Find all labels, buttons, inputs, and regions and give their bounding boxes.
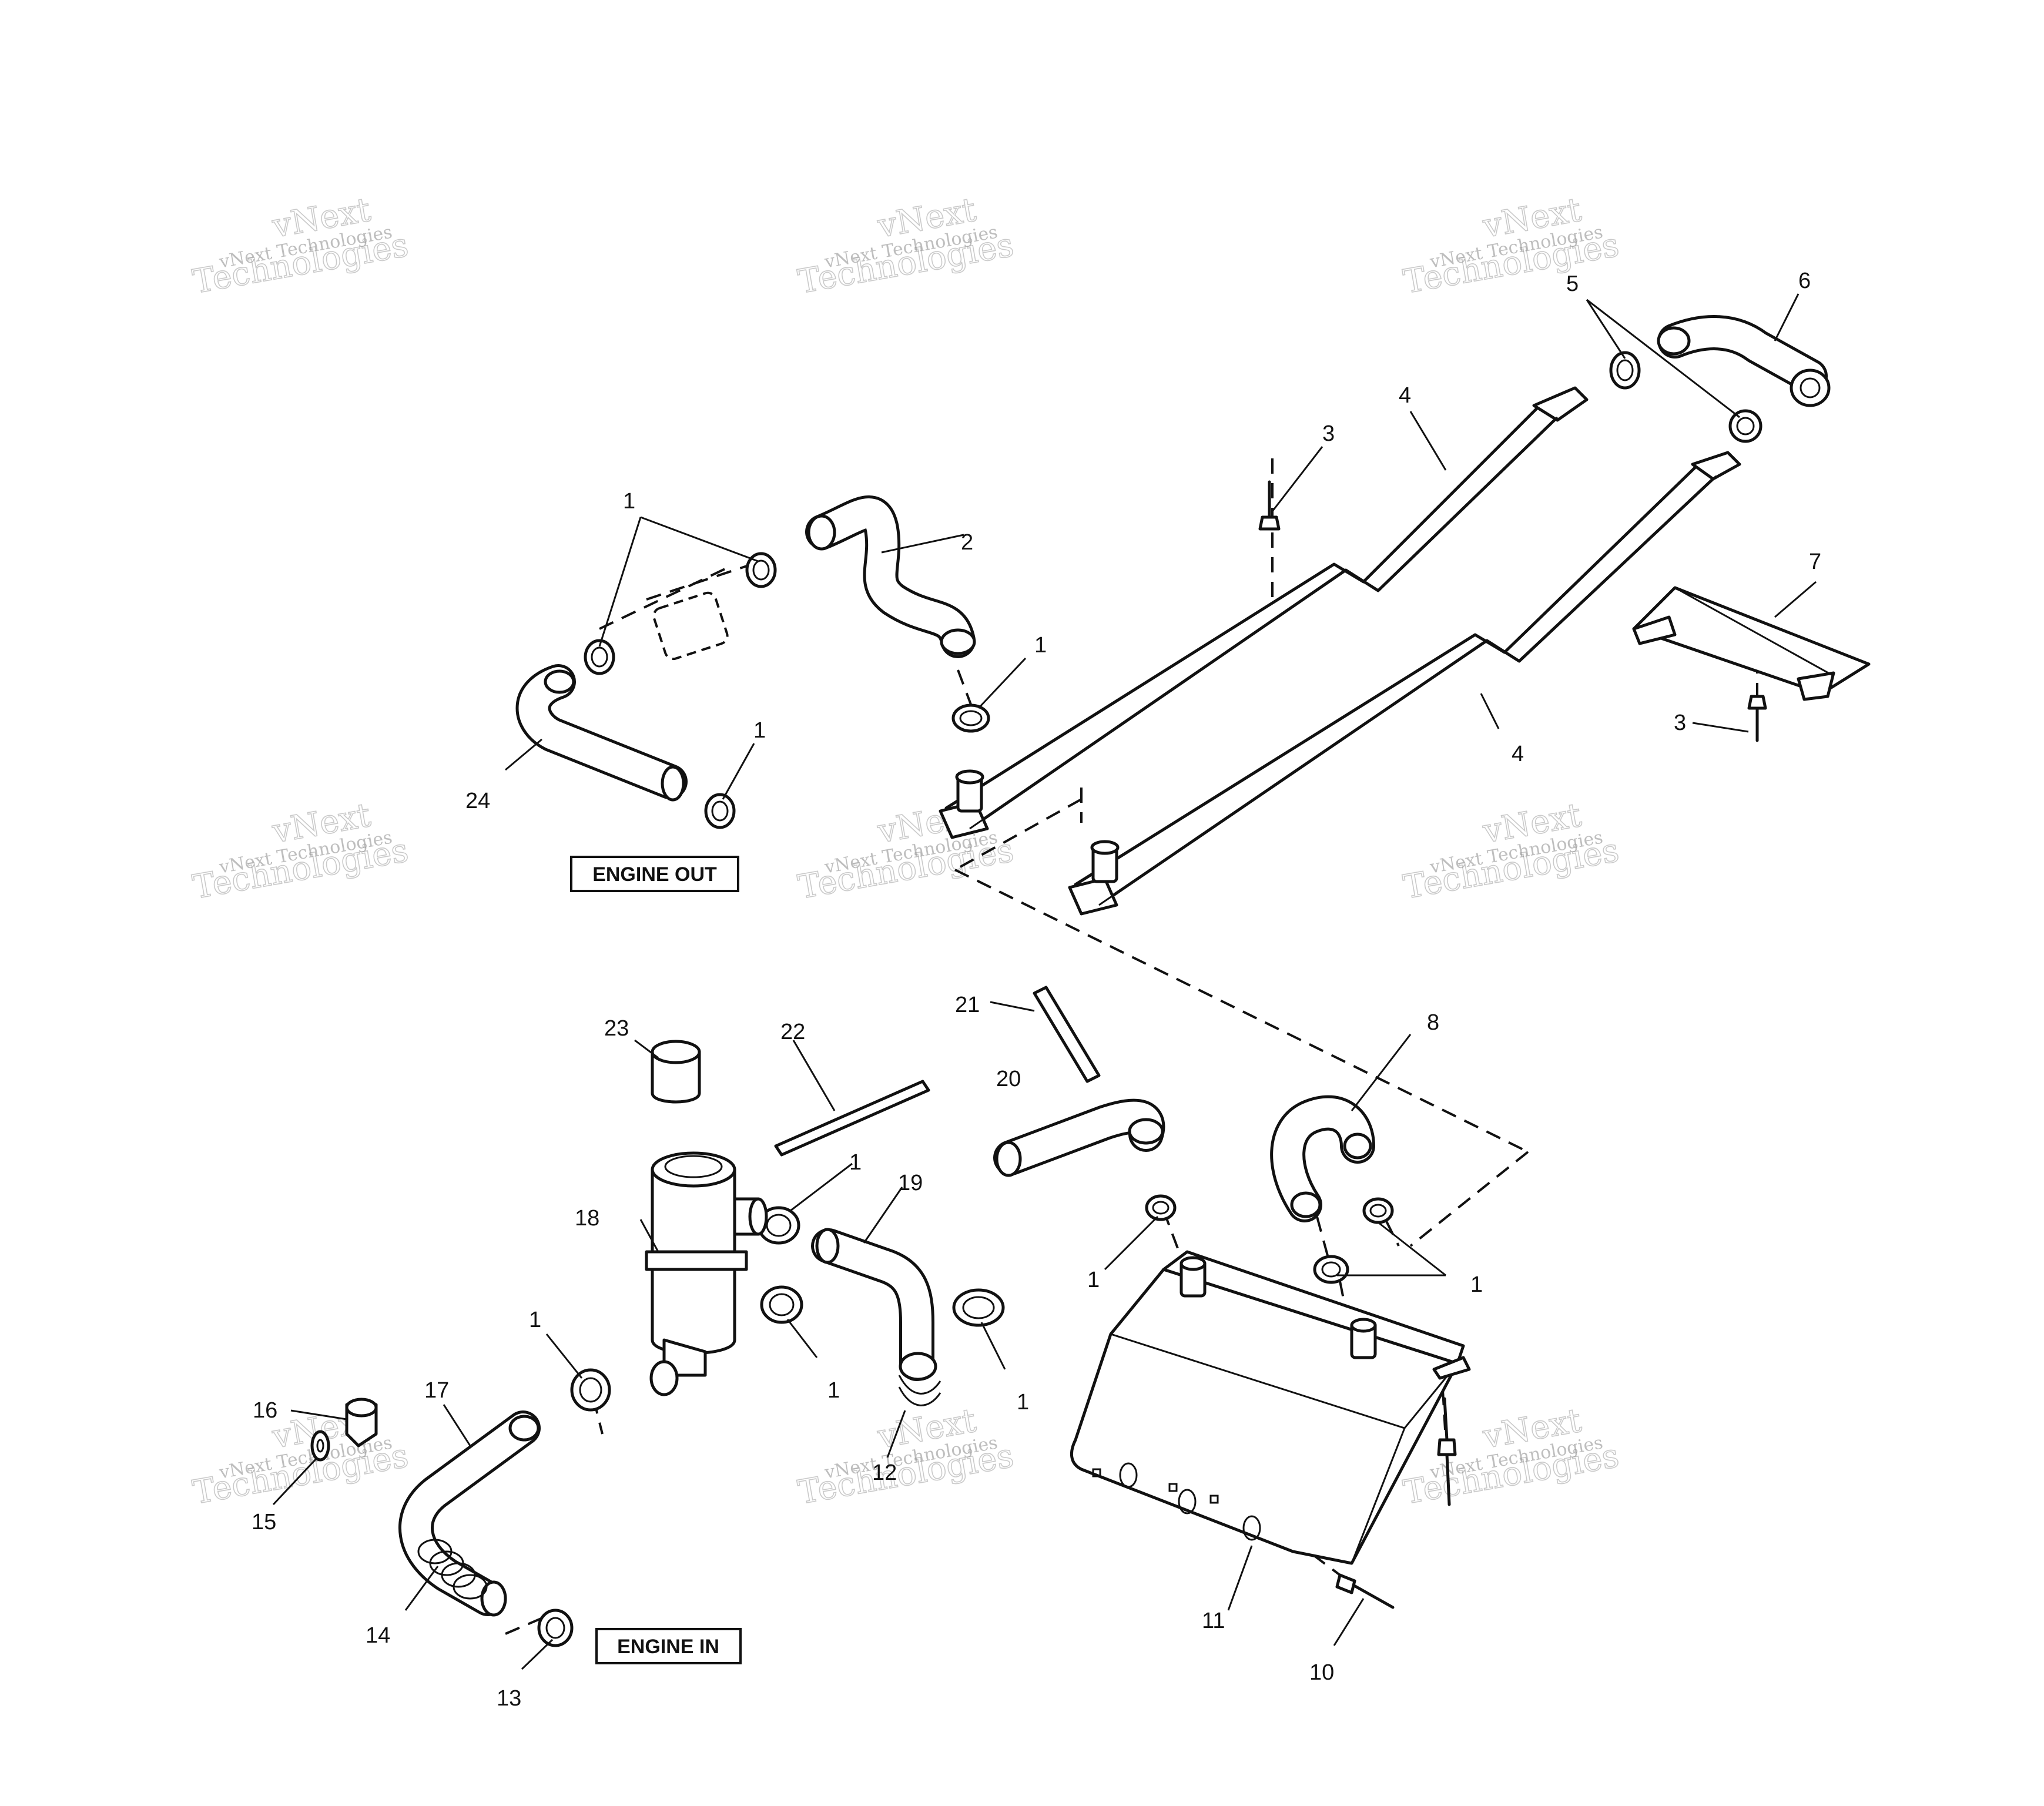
- washer-item-15[interactable]: [310, 1430, 330, 1462]
- hose-item-19[interactable]: [811, 1228, 941, 1406]
- callout-4: 4: [1512, 742, 1524, 766]
- callout-1: 1: [849, 1150, 862, 1175]
- hose-clamp[interactable]: [951, 703, 990, 733]
- callout-3: 3: [1674, 711, 1686, 735]
- callout-1: 1: [1087, 1268, 1100, 1292]
- heat-exchanger-lower[interactable]: [1068, 451, 1741, 916]
- hose-item-2[interactable]: [805, 495, 976, 658]
- callout-4: 4: [1399, 383, 1411, 408]
- engine-in-label: ENGINE IN: [595, 1628, 742, 1664]
- bolt-item-3-lower[interactable]: [1747, 695, 1767, 742]
- hose-clamp[interactable]: [745, 552, 777, 588]
- callout-11: 11: [1202, 1609, 1225, 1633]
- callout-20: 20: [996, 1067, 1021, 1091]
- callout-16: 16: [253, 1398, 277, 1423]
- callout-1: 1: [623, 489, 635, 514]
- hose-item-24[interactable]: [515, 664, 688, 802]
- callout-10: 10: [1309, 1660, 1334, 1685]
- svg-text:ENGINE OUT: ENGINE OUT: [592, 863, 717, 886]
- hose-clamp[interactable]: [1362, 1197, 1394, 1224]
- callout-13: 13: [497, 1686, 521, 1711]
- heat-shield-item-11[interactable]: [1070, 1250, 1471, 1565]
- watermark-tile: vNext Technologies vNext Technologies: [1400, 190, 1622, 302]
- callout-6: 6: [1798, 269, 1811, 293]
- callout-1: 1: [1470, 1272, 1483, 1297]
- callout-1: 1: [827, 1378, 840, 1403]
- hose-item-8[interactable]: [1270, 1095, 1375, 1222]
- callout-1: 1: [529, 1308, 541, 1332]
- callout-17: 17: [424, 1378, 449, 1403]
- callout-1: 1: [1017, 1390, 1029, 1415]
- tie-strap-item-21[interactable]: [1033, 986, 1101, 1083]
- coolant-reservoir-item-18[interactable]: [645, 1151, 768, 1396]
- callout-21: 21: [955, 993, 980, 1017]
- clip-item-16[interactable]: [345, 1398, 378, 1448]
- hose-clamp[interactable]: [704, 793, 736, 829]
- bolt-item-3-upper[interactable]: [1258, 480, 1281, 531]
- hose-clamp[interactable]: [1728, 409, 1762, 443]
- hose-connector-fitting: [652, 591, 729, 661]
- callout-23: 23: [604, 1016, 629, 1041]
- bracket-item-7[interactable]: [1632, 586, 1871, 701]
- callout-15: 15: [252, 1510, 276, 1534]
- heat-exchanger-upper[interactable]: [939, 386, 1589, 839]
- callout-1: 1: [753, 718, 766, 743]
- hose-clamp[interactable]: [1609, 351, 1641, 390]
- hose-item-17[interactable]: [398, 1410, 541, 1617]
- callout-3: 3: [1322, 421, 1335, 446]
- bolt-item-10[interactable]: [1335, 1573, 1395, 1609]
- callout-24: 24: [465, 789, 490, 813]
- callout-8: 8: [1427, 1010, 1439, 1035]
- watermark-tile: vNext Technologies vNext Technologies: [1400, 796, 1622, 907]
- hose-item-6[interactable]: [1657, 315, 1831, 407]
- svg-text:ENGINE IN: ENGINE IN: [617, 1636, 719, 1658]
- leader-lines: [272, 293, 1817, 1670]
- rod-item-22[interactable]: [774, 1080, 930, 1157]
- hose-clamp[interactable]: [570, 1368, 611, 1412]
- hose-item-20[interactable]: [993, 1098, 1165, 1177]
- hose-clamp[interactable]: [537, 1609, 574, 1647]
- watermark-tile: vNext Technologies vNext Technologies: [795, 190, 1017, 302]
- watermark-tile: vNext Technologies vNext Technologies: [189, 796, 411, 907]
- callout-1: 1: [1034, 633, 1047, 658]
- callout-14: 14: [366, 1623, 390, 1648]
- callout-12: 12: [872, 1460, 897, 1485]
- corrugated-section-item-14: [417, 1539, 488, 1600]
- callouts: 1 1 1 1 1 1 1 1 1 2 3 3 4 4 5 6 7 8 10 1…: [252, 269, 1821, 1711]
- cap-item-23[interactable]: [651, 1040, 701, 1104]
- watermark-tile: vNext Technologies vNext Technologies: [795, 1401, 1017, 1513]
- callout-5: 5: [1566, 272, 1579, 296]
- engine-out-label: ENGINE OUT: [570, 856, 739, 892]
- bolt-item-heat-shield[interactable]: [1437, 1397, 1457, 1506]
- hose-clamp[interactable]: [1145, 1194, 1177, 1221]
- callout-22: 22: [780, 1020, 805, 1044]
- hose-clamp[interactable]: [952, 1288, 1005, 1327]
- hose-clamp[interactable]: [1313, 1255, 1349, 1284]
- callout-2: 2: [961, 530, 973, 555]
- hose-clamp[interactable]: [584, 639, 615, 675]
- watermark-tile: vNext Technologies vNext Technologies: [189, 190, 411, 302]
- hose-clamp[interactable]: [760, 1285, 803, 1324]
- callout-7: 7: [1809, 549, 1821, 574]
- callout-19: 19: [898, 1171, 923, 1195]
- callout-18: 18: [575, 1206, 599, 1231]
